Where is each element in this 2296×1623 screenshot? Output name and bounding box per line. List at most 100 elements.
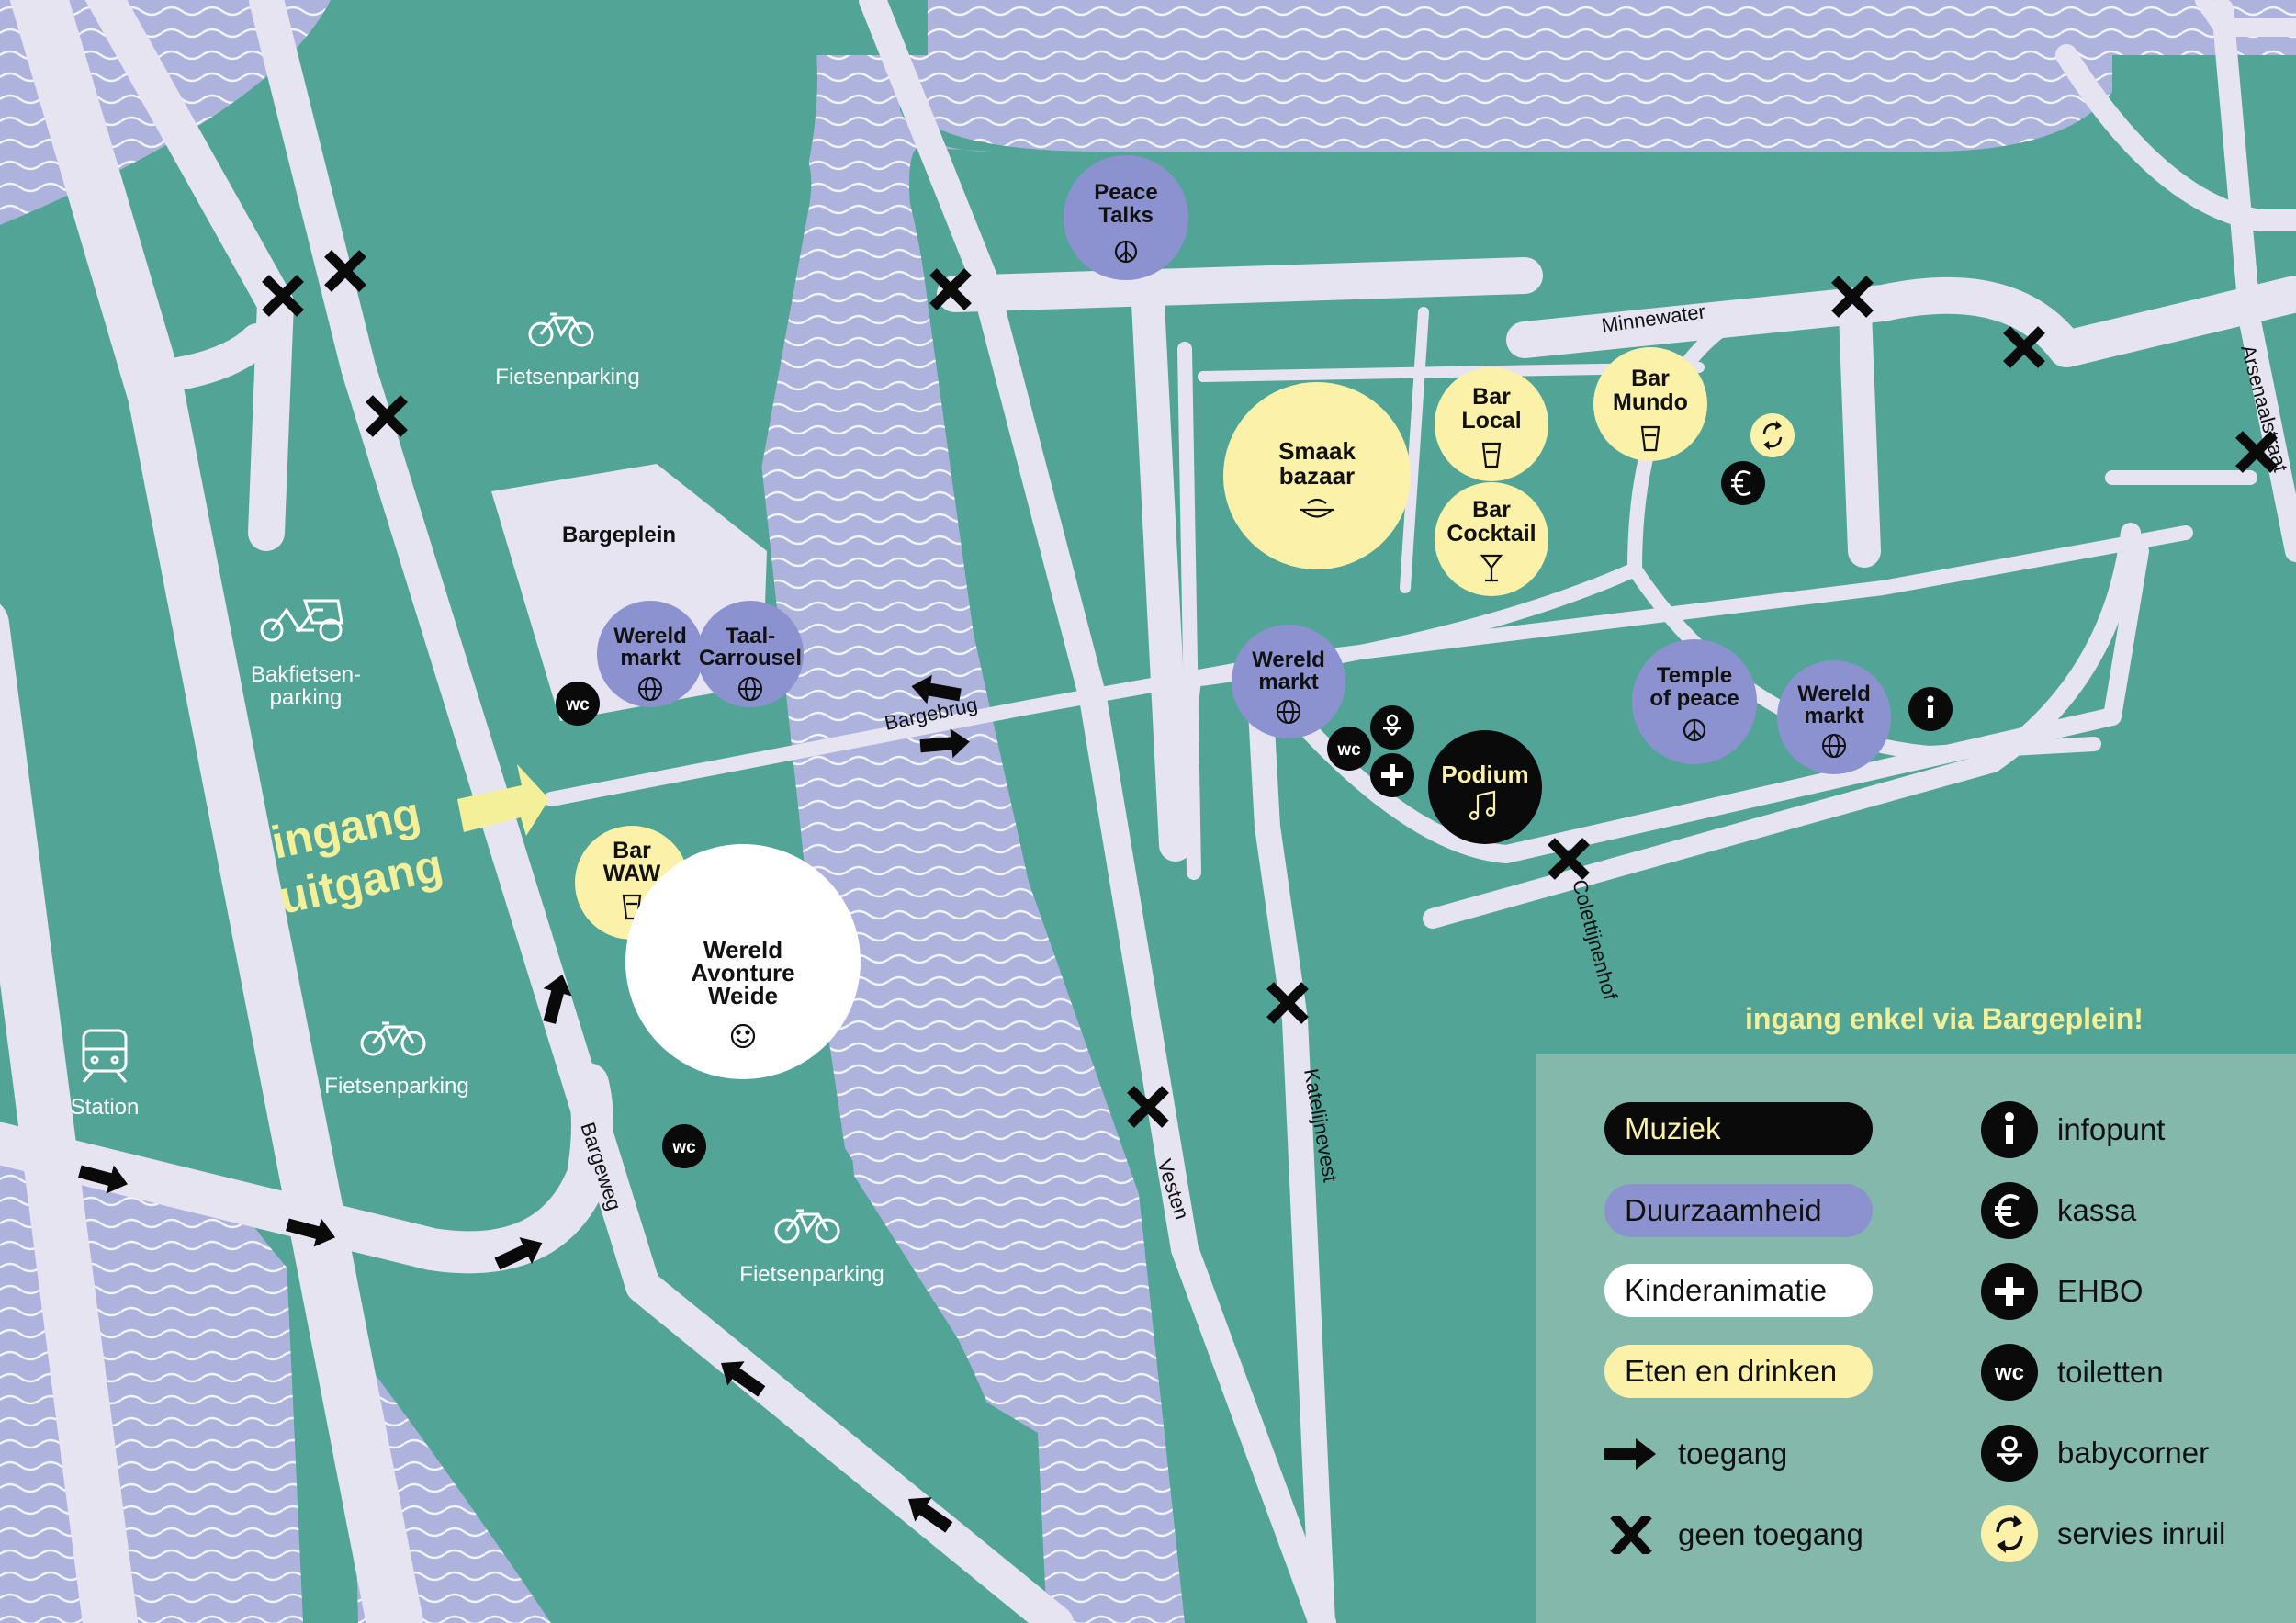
svg-text:Peace: Peace — [1094, 180, 1157, 205]
legend-servies-inruil: servies inruil — [2057, 1516, 2226, 1550]
legend-muziek: Muziek — [1604, 1102, 1873, 1155]
cocktail-icon — [1480, 554, 1503, 582]
no-access-icon — [1610, 1516, 1652, 1554]
globe-icon — [638, 677, 662, 701]
no-access-icon — [324, 250, 366, 292]
poi-smaakbazaar: Smaak bazaar — [1223, 382, 1411, 569]
svg-text:Avonture: Avonture — [691, 959, 794, 986]
wc-icon: wc — [1981, 1344, 2038, 1401]
pacifier-icon — [1370, 705, 1414, 750]
svg-text:Weide: Weide — [708, 982, 778, 1009]
legend-infopunt: infopunt — [2057, 1112, 2166, 1146]
access-arrow-icon — [78, 1165, 129, 1194]
svg-text:wc: wc — [1994, 1360, 2024, 1385]
legend-panel: Muziek Duurzaamheid Kinderanimatie Eten … — [1536, 1054, 2296, 1623]
svg-text:markt: markt — [1258, 670, 1318, 694]
svg-text:Bar: Bar — [1472, 497, 1511, 523]
access-arrow-icon — [908, 1497, 953, 1533]
svg-text:Bar: Bar — [613, 838, 651, 863]
no-access-icon — [929, 268, 972, 310]
access-arrow-icon — [543, 974, 572, 1024]
svg-text:Talks: Talks — [1098, 203, 1154, 228]
svg-text:markt: markt — [1804, 704, 1863, 728]
music-note-icon — [1469, 790, 1496, 821]
legend-kinderanimatie: Kinderanimatie — [1604, 1264, 1873, 1317]
no-access-icon — [2235, 431, 2278, 473]
svg-text:WAW: WAW — [603, 861, 661, 886]
bicycle-icon — [360, 1021, 426, 1056]
no-access-icon — [1548, 838, 1590, 880]
fietsenparking-label: Fietsenparking — [324, 1074, 468, 1099]
recycle-icon — [1750, 413, 1795, 457]
recycle-icon — [1981, 1505, 2038, 1562]
fietsenparking-label: Fietsenparking — [739, 1262, 884, 1287]
legend-babycorner: babycorner — [2057, 1436, 2210, 1470]
svg-text:Bar: Bar — [1631, 366, 1670, 391]
wc-icon: wc — [1327, 727, 1371, 771]
station-label: Station — [71, 1095, 140, 1120]
svg-text:markt: markt — [620, 646, 680, 671]
poi-taalcarrousel: Taal- Carrousel — [697, 601, 804, 707]
access-arrow-icon — [919, 728, 970, 759]
smiley-icon — [730, 1023, 756, 1049]
bicycle-icon — [528, 312, 594, 347]
svg-text:bazaar: bazaar — [1279, 462, 1355, 490]
access-arrow-icon — [1604, 1438, 1656, 1470]
svg-text:Wereld: Wereld — [1252, 648, 1325, 672]
no-access-icon — [1127, 1086, 1169, 1128]
svg-text:Smaak: Smaak — [1278, 437, 1356, 465]
legend-toiletten: toiletten — [2057, 1355, 2164, 1389]
bargeplein-label: Bargeplein — [562, 523, 676, 547]
svg-text:Wereld: Wereld — [703, 936, 782, 964]
poi-bar-mundo: Bar Mundo — [1593, 347, 1707, 461]
svg-text:wc: wc — [671, 1138, 696, 1157]
svg-text:Temple: Temple — [1657, 663, 1732, 688]
svg-text:Cocktail: Cocktail — [1446, 521, 1536, 547]
no-access-icon — [1831, 276, 1874, 318]
access-arrow-icon — [721, 1361, 766, 1397]
svg-text:Bar: Bar — [1472, 384, 1511, 410]
no-access-icon — [366, 395, 408, 437]
euro-icon — [1981, 1182, 2038, 1239]
euro-icon — [1721, 461, 1765, 505]
svg-text:Carrousel: Carrousel — [699, 646, 802, 671]
legend-duurzaamheid: Duurzaamheid — [1604, 1184, 1873, 1237]
svg-text:Wereld: Wereld — [613, 624, 687, 648]
poi-peace-talks: Peace Talks — [1064, 155, 1188, 280]
legend-ehbo: EHBO — [2057, 1274, 2144, 1308]
legend-kassa: kassa — [2057, 1193, 2137, 1227]
fietsenparking-label: Fietsenparking — [495, 365, 639, 389]
svg-text:Wereld: Wereld — [1797, 682, 1871, 706]
cargo-bike-icon — [260, 599, 343, 642]
entrance-arrow — [457, 764, 549, 836]
bakfietsenparking-label: Bakfietsen- — [251, 662, 361, 687]
svg-text:Local: Local — [1461, 408, 1521, 434]
drink-cup-icon — [1640, 425, 1660, 452]
entrance-note: ingang enkel via Bargeplein! — [1745, 1002, 2144, 1035]
poi-bar-cocktail: Bar Cocktail — [1435, 482, 1548, 596]
peace-icon — [1683, 718, 1706, 742]
peace-icon — [1114, 240, 1138, 264]
poi-bar-local: Bar Local — [1435, 367, 1548, 481]
svg-text:wc: wc — [1336, 740, 1361, 760]
svg-text:wc: wc — [565, 695, 590, 715]
first-aid-icon — [1370, 753, 1414, 797]
poi-temple-of-peace: Temple of peace — [1632, 639, 1757, 764]
globe-icon — [738, 677, 762, 701]
globe-icon — [1277, 700, 1300, 724]
access-arrow-icon — [286, 1218, 336, 1247]
no-access-icon — [1266, 982, 1309, 1024]
poi-wereld-avonture-weide: Wereld Avonture Weide — [625, 844, 861, 1079]
globe-icon — [1822, 734, 1846, 758]
food-bowl-icon — [1300, 498, 1334, 518]
no-access-icon — [2003, 326, 2045, 368]
first-aid-icon — [1981, 1263, 2038, 1320]
bicycle-icon — [774, 1209, 840, 1244]
svg-text:Podium: Podium — [1441, 761, 1528, 788]
info-icon — [1981, 1101, 2038, 1158]
svg-text:Mundo: Mundo — [1613, 389, 1688, 415]
poi-podium: Podium — [1428, 730, 1542, 844]
pacifier-icon — [1981, 1425, 2038, 1482]
drink-cup-icon — [1481, 442, 1502, 468]
